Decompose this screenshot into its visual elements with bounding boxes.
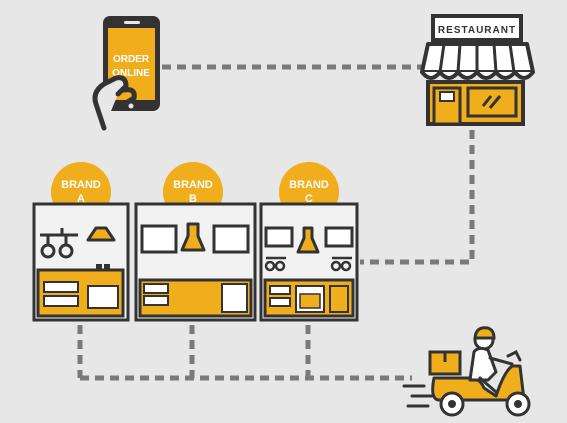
brand-c-line1: BRAND	[289, 179, 329, 191]
brand-a-line1: BRAND	[61, 179, 101, 191]
brand-a-line2: A	[77, 193, 85, 205]
brand-b-line2: B	[189, 193, 197, 205]
phone-label-line1: ORDER	[113, 54, 150, 65]
door-sign	[439, 91, 455, 102]
range-hood-icon	[86, 226, 116, 242]
wall-cabinet-right	[212, 224, 250, 254]
smartphone-hand-icon: ORDER ONLINE	[92, 16, 160, 131]
rider-helmet	[473, 326, 496, 340]
connectors	[77, 64, 475, 381]
phone-button	[128, 103, 134, 109]
restaurant-window	[466, 86, 518, 118]
restaurant-sign: RESTAURANT	[438, 25, 516, 36]
wall-cabinet-right	[324, 226, 354, 248]
brand-c-line2: C	[305, 193, 313, 205]
wall-cabinet-left	[264, 226, 294, 248]
range-hood-icon	[296, 226, 320, 254]
utensil-rack-icon	[40, 228, 78, 259]
hanging-pans-icon	[264, 256, 352, 272]
phone-label-line2: ONLINE	[112, 68, 150, 79]
kitchen-b	[134, 202, 257, 322]
rider-body	[468, 346, 498, 382]
range-hood-icon	[180, 222, 206, 252]
kitchen-c	[259, 202, 359, 322]
restaurant-to-kitchen-connector	[360, 130, 475, 265]
brand-b-line1: BRAND	[173, 179, 213, 191]
awning-scallops	[420, 70, 535, 80]
restaurant-sign-board	[431, 14, 523, 42]
kitchen-a	[32, 202, 130, 322]
wall-cabinet-left	[140, 224, 178, 254]
delivery-scooter-icon	[402, 326, 531, 417]
hand-finger	[115, 87, 137, 111]
storefront-icon: RESTAURANT	[420, 14, 535, 126]
phone-speaker	[124, 21, 140, 24]
hand	[92, 75, 129, 131]
